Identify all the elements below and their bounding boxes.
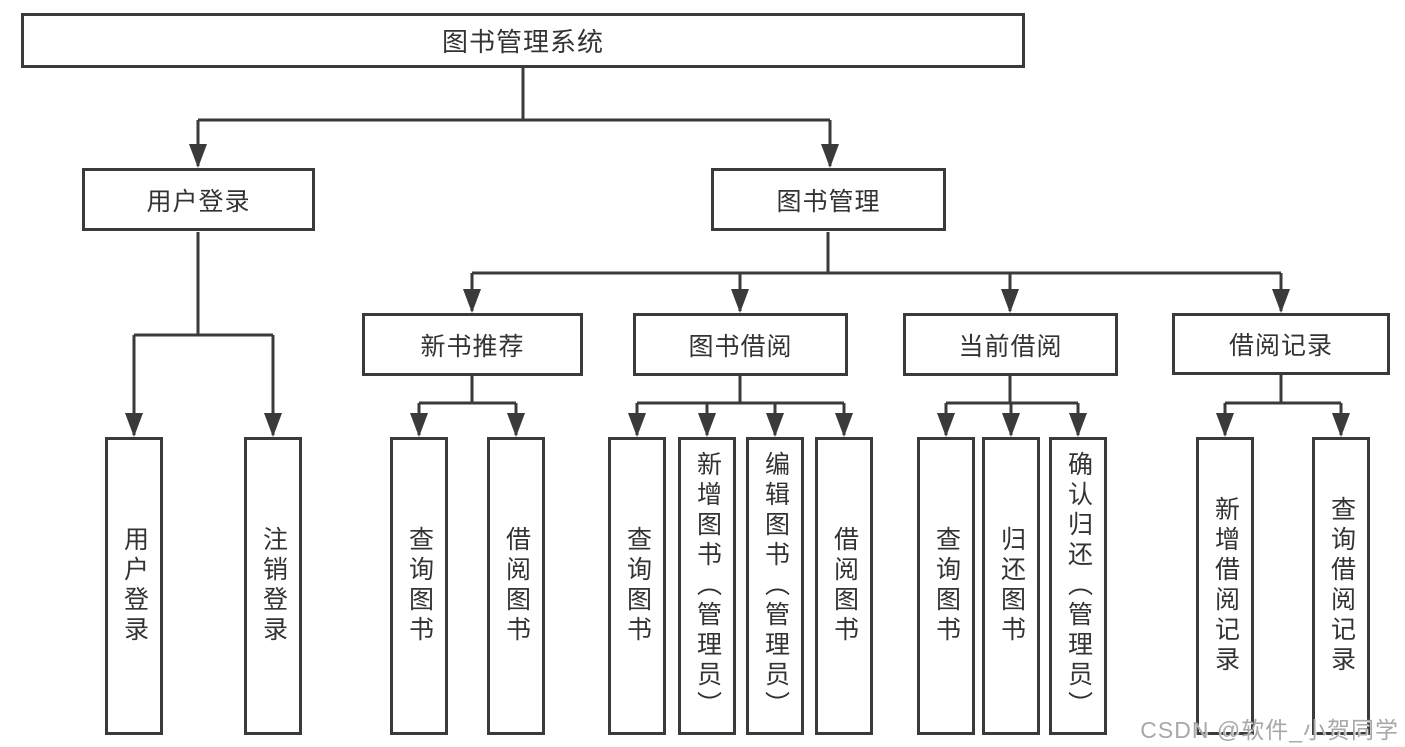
- node-label: 用户登录: [146, 187, 251, 216]
- node-query-books-recommend: 查询图书: [390, 437, 448, 735]
- node-book-management: 图书管理: [711, 168, 946, 231]
- node-book-borrowing: 图书借阅: [633, 313, 848, 376]
- leaf-label: 用户登录: [120, 526, 149, 646]
- node-borrow-books-leaf: 借阅图书: [815, 437, 873, 735]
- node-return-books: 归还图书: [982, 437, 1040, 735]
- node-label: 新书推荐: [420, 332, 525, 361]
- leaf-label: 新增图书（管理员）: [693, 451, 722, 721]
- node-add-books-admin: 新增图书（管理员）: [678, 437, 736, 735]
- node-new-book-recommendation: 新书推荐: [362, 313, 583, 376]
- leaf-label: 确认归还（管理员）: [1064, 451, 1093, 721]
- leaf-label: 注销登录: [259, 526, 288, 646]
- node-confirm-return-admin: 确认归还（管理员）: [1049, 437, 1107, 735]
- leaf-label: 查询借阅记录: [1327, 496, 1356, 676]
- node-add-borrow-record: 新增借阅记录: [1196, 437, 1254, 735]
- leaf-label: 查询图书: [623, 526, 652, 646]
- node-logout-leaf: 注销登录: [244, 437, 302, 735]
- node-edit-books-admin: 编辑图书（管理员）: [746, 437, 804, 735]
- node-label: 图书管理: [776, 187, 881, 216]
- node-library-management-system: 图书管理系统: [21, 13, 1025, 68]
- node-query-books-current: 查询图书: [917, 437, 975, 735]
- csdn-watermark: CSDN @软件_小贺同学: [1140, 717, 1399, 743]
- node-user-login: 用户登录: [82, 168, 315, 231]
- node-label: 借阅记录: [1228, 332, 1333, 360]
- leaf-label: 新增借阅记录: [1211, 496, 1240, 676]
- node-query-books-borrowing: 查询图书: [608, 437, 666, 735]
- node-user-login-leaf: 用户登录: [105, 437, 163, 735]
- node-borrow-books-recommend: 借阅图书: [487, 437, 545, 735]
- leaf-label: 借阅图书: [830, 526, 859, 646]
- node-borrowing-records: 借阅记录: [1172, 313, 1390, 375]
- node-label: 图书借阅: [688, 332, 793, 361]
- leaf-label: 编辑图书（管理员）: [761, 451, 790, 721]
- leaf-label: 查询图书: [932, 526, 961, 646]
- node-label: 当前借阅: [958, 332, 1063, 361]
- leaf-label: 查询图书: [405, 526, 434, 646]
- node-query-borrow-record: 查询借阅记录: [1312, 437, 1370, 735]
- root-label: 图书管理系统: [441, 27, 604, 57]
- node-current-borrowing: 当前借阅: [903, 313, 1118, 376]
- leaf-label: 归还图书: [997, 526, 1026, 646]
- leaf-label: 借阅图书: [502, 526, 531, 646]
